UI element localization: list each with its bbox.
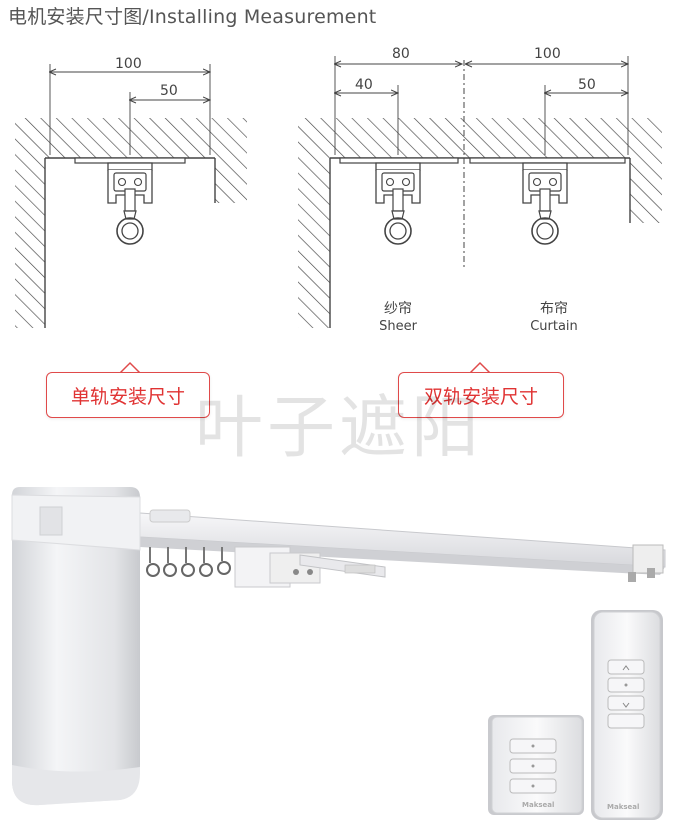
single-track-diagram: 100 50 xyxy=(15,56,247,328)
double-right-half-label: 50 xyxy=(578,77,596,93)
watermark: 叶子遮阳 xyxy=(195,389,484,468)
wall-switch-brand: Makseal xyxy=(522,801,554,809)
double-left-width-label: 80 xyxy=(392,46,410,62)
remote-control: Makseal xyxy=(591,610,663,820)
mounting-bracket xyxy=(234,546,386,588)
double-track-button[interactable]: 双轨安装尺寸 xyxy=(398,372,564,418)
single-half-label: 50 xyxy=(160,83,178,99)
page-title: 电机安装尺寸图/Installing Measurement xyxy=(8,6,377,28)
sheer-label-cn: 纱帘 xyxy=(384,301,412,317)
wall-switch-panel: Makseal xyxy=(488,715,584,815)
sheer-label-en: Sheer xyxy=(379,319,417,334)
single-width-label: 100 xyxy=(115,56,142,72)
curtain-label-en: Curtain xyxy=(530,319,578,334)
curtain-label-cn: 布帘 xyxy=(540,301,568,317)
installation-diagram: 100 50 80 100 40 50 xyxy=(15,46,662,328)
curtain-motor xyxy=(11,487,191,806)
curtain-hooks xyxy=(146,547,231,577)
double-right-width-label: 100 xyxy=(534,46,561,62)
product-illustration: Makseal Makseal xyxy=(11,487,666,820)
double-track-diagram: 80 100 40 50 xyxy=(298,46,662,328)
remote-brand: Makseal xyxy=(607,803,639,811)
single-track-button[interactable]: 单轨安装尺寸 xyxy=(46,372,210,418)
double-left-half-label: 40 xyxy=(355,77,373,93)
callout-notches xyxy=(119,361,491,374)
